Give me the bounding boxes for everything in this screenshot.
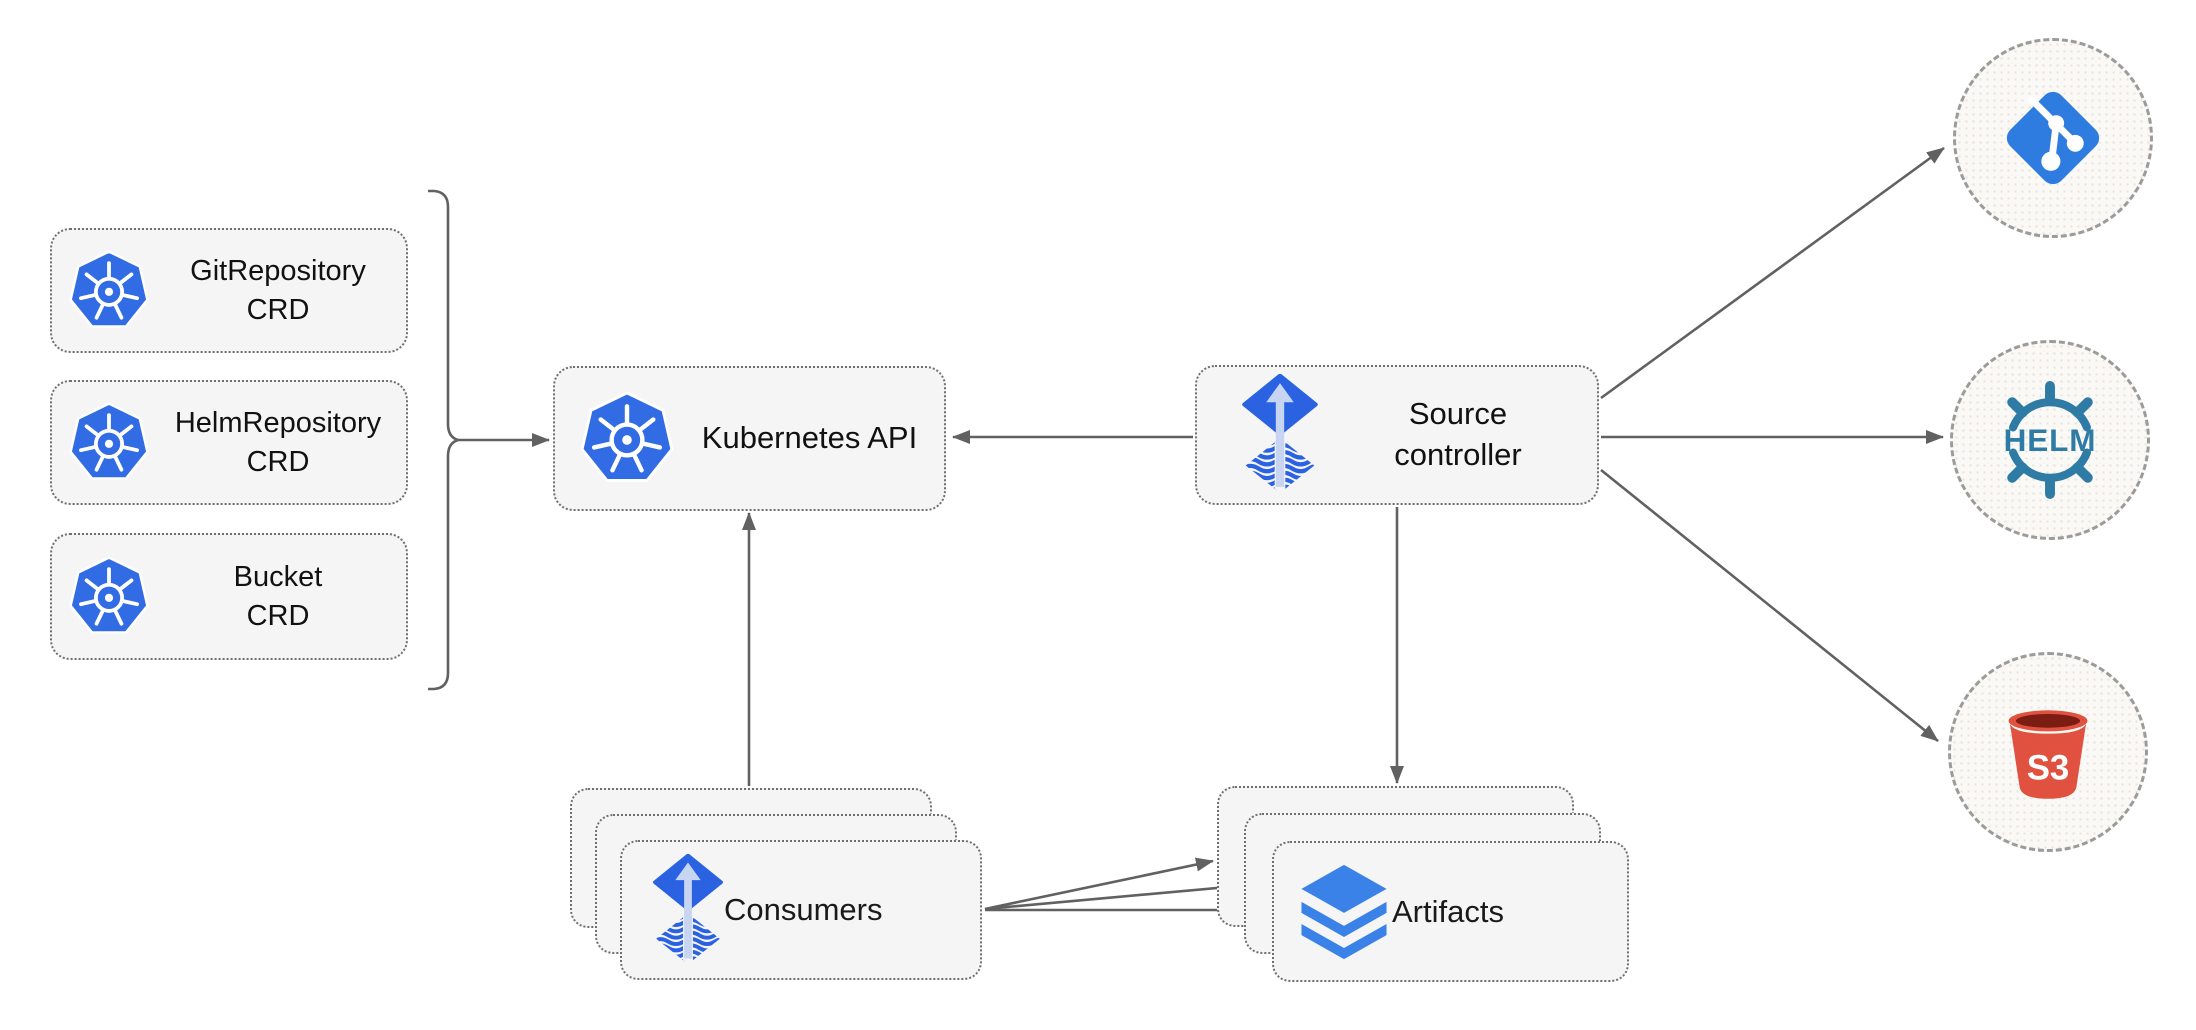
node-consumers: Consumers: [620, 840, 982, 980]
helm-icon: HELM: [1987, 377, 2113, 503]
git-icon: [2000, 85, 2106, 191]
node-git-source: [1953, 38, 2153, 238]
kubernetes-icon: [68, 401, 150, 484]
node-helm-source: HELM: [1950, 340, 2150, 540]
kubernetes-icon: [579, 390, 675, 487]
edge-source-controller-to-s3: [1600, 468, 1939, 743]
crd-group-bracket: [428, 189, 463, 691]
layers-icon: [1296, 863, 1392, 961]
s3-wordmark: S3: [2027, 749, 2070, 788]
helm-wordmark: HELM: [2004, 422, 2097, 458]
edge-consumers-to-artifacts-1: [984, 857, 1214, 911]
node-artifacts: Artifacts: [1272, 841, 1629, 982]
s3-icon: S3: [1993, 697, 2103, 807]
node-label: Source controller: [1394, 396, 1522, 472]
edge-consumers-to-artifacts-2: [984, 880, 1240, 911]
node-kubernetes-api: Kubernetes API: [553, 366, 946, 511]
node-s3-source: S3: [1948, 652, 2148, 852]
kubernetes-icon: [68, 249, 150, 332]
edge-source-controller-to-git: [1600, 146, 1945, 400]
node-source-controller: Source controller: [1195, 365, 1599, 505]
node-label: Consumers: [724, 892, 883, 927]
node-label: Artifacts: [1392, 893, 1504, 929]
flux-icon: [652, 853, 724, 967]
node-label: Kubernetes API: [701, 420, 918, 456]
flux-icon: [1241, 374, 1319, 496]
kubernetes-icon: [68, 555, 150, 638]
